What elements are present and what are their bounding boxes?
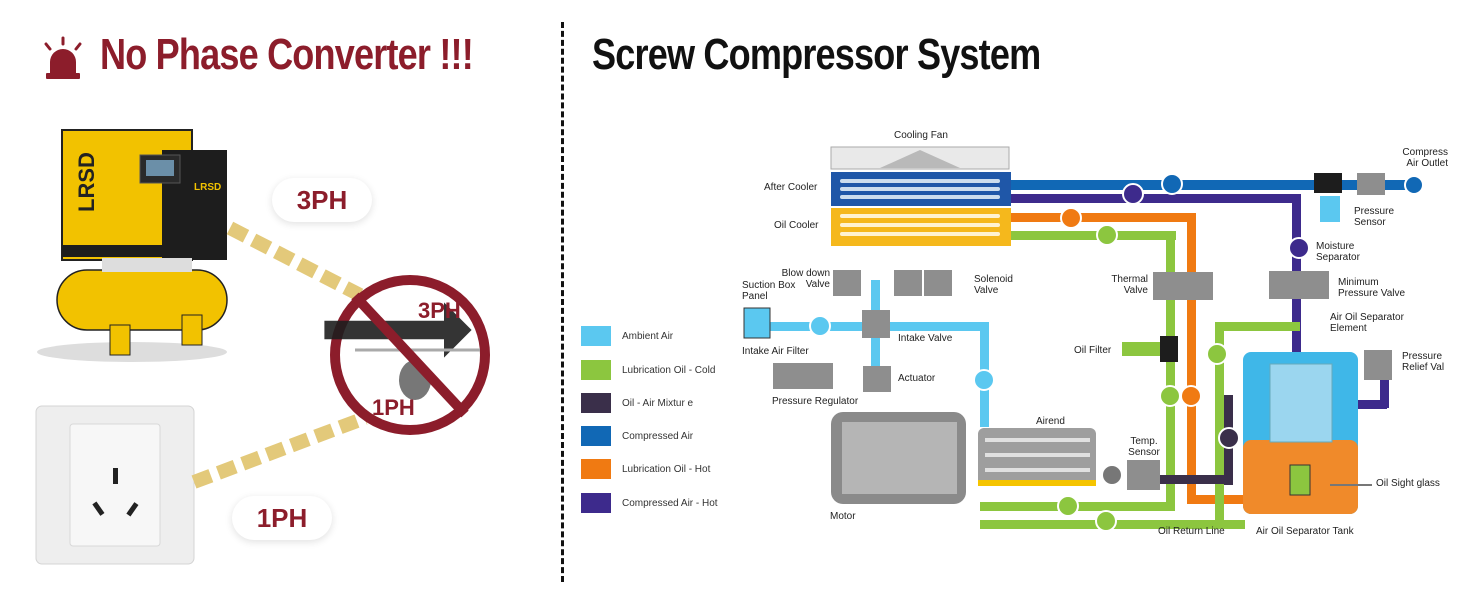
label-airend: Airend	[1036, 416, 1065, 427]
legend-label-oil-air: Oil - Air Mixtur e	[622, 398, 694, 409]
label-temp-sensor: Temp. Sensor	[1128, 436, 1160, 458]
label-minimum-pressure-valve: Minimum Pressure Valve	[1338, 277, 1406, 299]
legend-label-lube-hot: Lubrication Oil - Hot	[622, 464, 711, 475]
legend-label-lube-cold: Lubrication Oil - Cold	[622, 365, 716, 376]
label-solenoid-valve: Solenoid Valve	[974, 274, 1013, 296]
legend-label-ambient-air: Ambient Air	[622, 331, 674, 342]
legend-swatch-lube-hot	[581, 459, 611, 479]
legend-swatch-compressed-hot	[581, 493, 611, 513]
badge-1ph: 1PH	[232, 496, 332, 540]
alarm-icon	[44, 36, 82, 79]
brand-logo-side: LRSD	[194, 182, 221, 193]
legend-swatch-compressed-air	[581, 426, 611, 446]
no-phase-converter-title: No Phase Converter !!!	[100, 30, 474, 79]
label-thermal-valve: Thermal Valve	[1111, 274, 1148, 296]
label-oil-sight-glass: Oil Sight glass	[1376, 478, 1440, 489]
label-separator-tank: Air Oil Separator Tank	[1256, 526, 1354, 537]
badge-3ph: 3PH	[272, 178, 372, 222]
label-oil-filter: Oil Filter	[1074, 345, 1112, 356]
sign-1ph-label: 1PH	[372, 395, 415, 420]
compressor-image: LRSD LRSD	[37, 129, 228, 362]
label-compress-air-outlet: Compress Air Outlet	[1402, 147, 1448, 169]
label-moisture-separator: Moisture Separator	[1316, 241, 1360, 263]
brand-logo: LRSD	[74, 152, 99, 212]
label-pressure-regulator: Pressure Regulator	[772, 396, 859, 407]
legend-swatch-lube-cold	[581, 360, 611, 380]
label-suction-box-panel: Suction Box Panel	[742, 280, 796, 302]
label-actuator: Actuator	[898, 373, 936, 384]
label-cooling-fan: Cooling Fan	[894, 130, 948, 141]
label-intake-valve: Intake Valve	[898, 333, 953, 344]
label-separator-element: Air Oil Separator Element	[1330, 312, 1404, 334]
phase-diagram: 3PH 1PH	[191, 221, 490, 489]
label-motor: Motor	[830, 511, 856, 522]
label-blow-down-valve: Blow down Valve	[781, 268, 830, 290]
legend-swatch-ambient-air	[581, 326, 611, 346]
panel-divider	[561, 22, 564, 582]
label-intake-air-filter: Intake Air Filter	[742, 346, 809, 357]
label-pressure-relief-val: Pressure Relief Val	[1402, 351, 1445, 373]
wall-socket-image	[35, 405, 195, 565]
sign-3ph-label: 3PH	[418, 298, 461, 323]
legend-label-compressed-air: Compressed Air	[622, 431, 694, 442]
legend-label-compressed-hot: Compressed Air - Hot	[622, 498, 718, 509]
label-after-cooler: After Cooler	[764, 182, 818, 193]
screw-compressor-title: Screw Compressor System	[592, 30, 1041, 79]
label-oil-return-line: Oil Return Line	[1158, 526, 1225, 537]
legend-swatch-oil-air	[581, 393, 611, 413]
label-oil-cooler: Oil Cooler	[774, 220, 819, 231]
label-pressure-sensor: Pressure Sensor	[1354, 206, 1395, 228]
